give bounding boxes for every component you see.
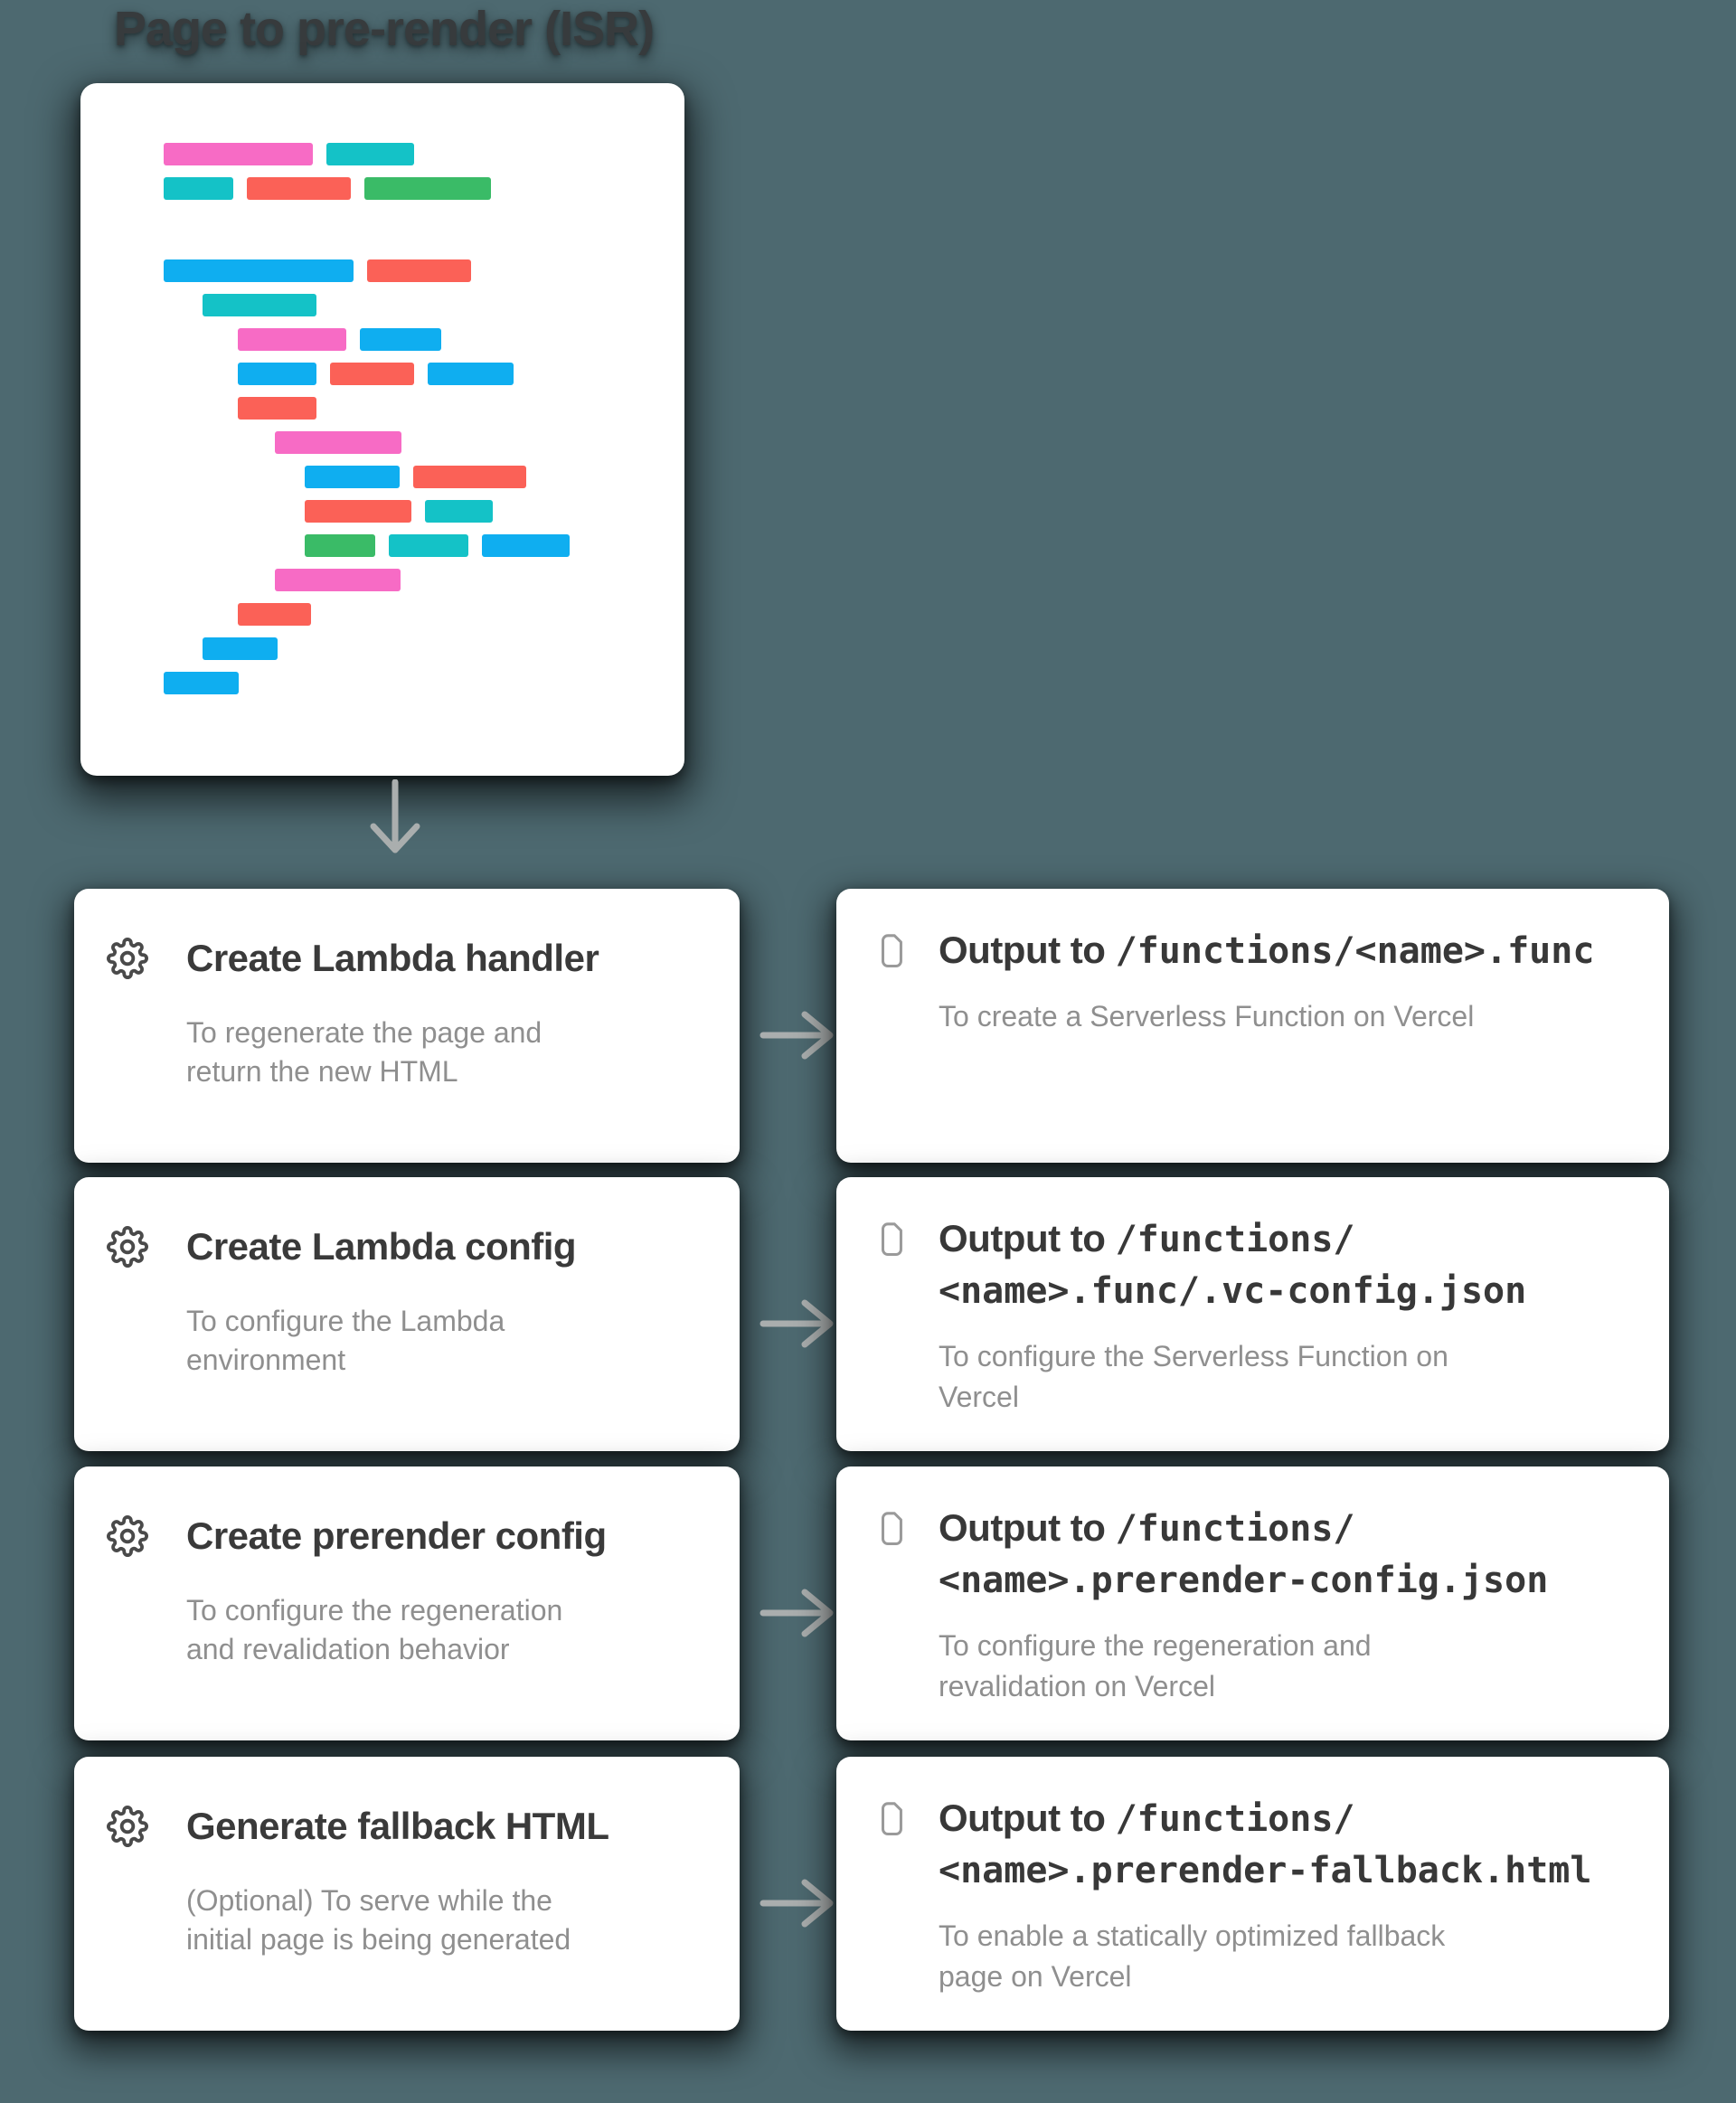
step-description: To configure the Lambda environment xyxy=(186,1305,505,1376)
code-bar-blue xyxy=(305,466,400,488)
code-bar-red xyxy=(330,363,414,385)
right-arrow-icon xyxy=(756,1283,855,1364)
code-line xyxy=(80,603,684,626)
code-bar-blue xyxy=(428,363,514,385)
file-icon xyxy=(878,1221,908,1258)
output-title-prefix: Output to xyxy=(939,1506,1116,1549)
output-path: /functions/ <name>.prerender-config.json xyxy=(939,1508,1549,1601)
step-title: Create Lambda config xyxy=(186,1225,577,1268)
step-description: To configure the regeneration and revali… xyxy=(186,1594,563,1665)
code-line xyxy=(80,259,684,282)
gear-icon xyxy=(107,1515,148,1557)
output-card-4: Output to /functions/ <name>.prerender-f… xyxy=(836,1757,1669,2031)
output-title-prefix: Output to xyxy=(939,1797,1116,1839)
output-title-prefix: Output to xyxy=(939,1217,1116,1259)
output-title: Output to /functions/ <name>.prerender-f… xyxy=(939,1793,1591,1896)
right-arrow-icon xyxy=(756,1863,855,1944)
code-bar-blue xyxy=(482,534,570,557)
code-line xyxy=(80,177,684,200)
step-title: Create Lambda handler xyxy=(186,937,599,979)
code-bar-teal xyxy=(326,143,414,165)
output-path: /functions/ <name>.prerender-fallback.ht… xyxy=(939,1798,1592,1891)
code-bar-green xyxy=(305,534,375,557)
output-description: To configure the Serverless Function on … xyxy=(939,1340,1448,1413)
code-line xyxy=(80,569,684,591)
output-title: Output to /functions/ <name>.prerender-c… xyxy=(939,1503,1548,1606)
step-description: (Optional) To serve while the initial pa… xyxy=(186,1884,571,1956)
step-card-create-lambda-handler: Create Lambda handler To regenerate the p… xyxy=(74,889,740,1163)
code-bar-teal xyxy=(389,534,468,557)
code-line xyxy=(80,637,684,660)
output-title-prefix: Output to xyxy=(939,929,1116,971)
output-path: /functions/<name>.func xyxy=(1115,930,1595,972)
code-bar-red xyxy=(413,466,526,488)
code-line xyxy=(80,397,684,420)
code-line xyxy=(80,328,684,351)
step-title: Generate fallback HTML xyxy=(186,1805,609,1847)
code-bar-pink xyxy=(275,569,401,591)
code-line xyxy=(80,466,684,488)
step-card-generate-fallback-html: Generate fallback HTML (Optional) To serv… xyxy=(74,1757,740,2031)
code-bar-pink xyxy=(238,328,346,351)
code-bar-pink xyxy=(164,143,313,165)
gear-icon xyxy=(107,1806,148,1847)
code-line xyxy=(80,500,684,523)
code-bar-blue xyxy=(164,259,354,282)
code-line xyxy=(80,363,684,385)
step-card-create-lambda-config: Create Lambda config To configure the Lam… xyxy=(74,1177,740,1451)
code-bar-pink xyxy=(275,431,401,454)
code-bar-blue xyxy=(164,672,239,694)
output-title: Output to /functions/<name>.func xyxy=(939,925,1594,976)
code-bar-blue xyxy=(238,363,316,385)
down-arrow-icon xyxy=(354,779,436,870)
step-card-create-prerender-config: Create prerender config To configure the … xyxy=(74,1466,740,1740)
gear-icon xyxy=(107,938,148,979)
code-bar-red xyxy=(305,500,411,523)
right-arrow-icon xyxy=(756,995,855,1076)
code-line xyxy=(80,143,684,165)
file-icon xyxy=(878,1801,908,1837)
output-card-2: Output to /functions/ <name>.func/.vc-co… xyxy=(836,1177,1669,1451)
output-description: To enable a statically optimized fallbac… xyxy=(939,1919,1446,1993)
gear-icon xyxy=(107,1226,148,1268)
output-path: /functions/ <name>.func/.vc-config.json xyxy=(939,1219,1527,1312)
code-bar-teal xyxy=(425,500,493,523)
code-line xyxy=(80,672,684,694)
page-title: Page to pre-render (ISR) xyxy=(114,2,655,56)
file-icon xyxy=(878,933,908,969)
code-bar-red xyxy=(238,603,311,626)
code-bar-blue xyxy=(203,637,278,660)
right-arrow-icon xyxy=(756,1572,855,1654)
code-page-card xyxy=(80,83,684,776)
output-title: Output to /functions/ <name>.func/.vc-co… xyxy=(939,1213,1526,1316)
code-bar-red xyxy=(238,397,316,420)
code-bar-teal xyxy=(164,177,233,200)
code-bar-teal xyxy=(203,294,316,316)
output-description: To create a Serverless Function on Verce… xyxy=(939,1000,1475,1033)
file-icon xyxy=(878,1511,908,1547)
step-description: To regenerate the page and return the ne… xyxy=(186,1016,542,1088)
code-line xyxy=(80,431,684,454)
code-bar-blue xyxy=(360,328,441,351)
output-card-1: Output to /functions/<name>.func To creat… xyxy=(836,889,1669,1163)
code-bar-green xyxy=(364,177,491,200)
code-bar-red xyxy=(367,259,471,282)
code-bar-red xyxy=(247,177,351,200)
code-line xyxy=(80,534,684,557)
output-card-3: Output to /functions/ <name>.prerender-c… xyxy=(836,1466,1669,1740)
output-description: To configure the regeneration and revali… xyxy=(939,1629,1372,1702)
code-line xyxy=(80,294,684,316)
step-title: Create prerender config xyxy=(186,1514,607,1557)
